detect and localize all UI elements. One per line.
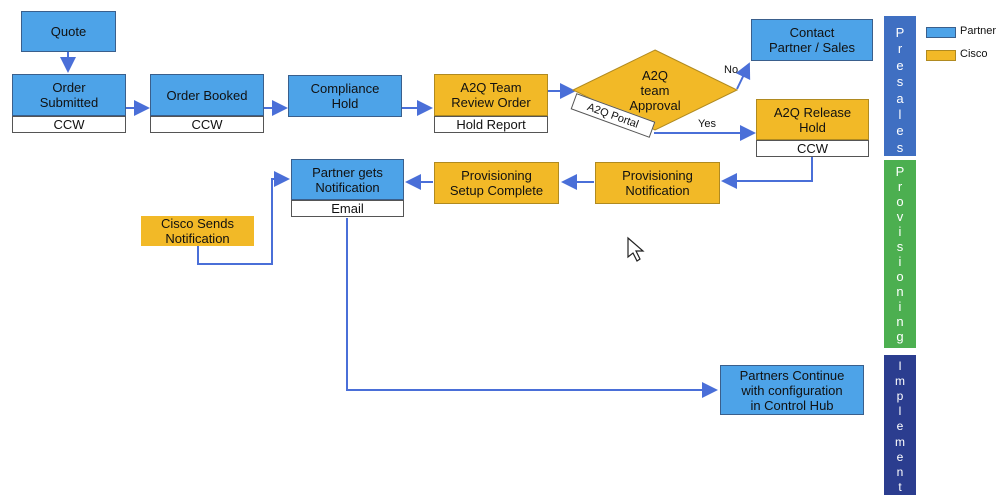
phase-presales-letter: l <box>898 106 902 122</box>
edge-partner-notification-to-continue <box>346 218 718 398</box>
phase-implement-letter: m <box>895 434 905 449</box>
phase-presales-letter: s <box>896 74 904 90</box>
node-a2q-team-approval-label: A2Q team Approval <box>629 67 681 113</box>
node-order-booked-sub: CCW <box>150 116 264 133</box>
node-partner-gets-notification-sub: Email <box>291 200 404 217</box>
node-quote: Quote <box>21 11 116 52</box>
phase-presales-letter: e <box>896 123 904 139</box>
edge-release-to-provisioning-notification <box>721 157 813 189</box>
edge-approval-no-to-contact <box>735 62 751 90</box>
edge-label-no: No <box>724 64 739 76</box>
edge-cisco-sends-to-partner-notification <box>197 171 290 265</box>
node-partner-gets-notification: Partner gets Notification <box>291 159 404 200</box>
phase-provisioning-letter: n <box>896 314 904 329</box>
legend-cisco-swatch <box>926 50 956 61</box>
phase-provisioning-letter: o <box>896 269 904 284</box>
phase-provisioning-letter: i <box>898 254 902 269</box>
phase-provisioning-letter: s <box>896 239 904 254</box>
node-a2q-team-review: A2Q Team Review Order <box>434 74 548 116</box>
phase-implement-letter: m <box>895 374 905 389</box>
node-a2q-release-hold: A2Q Release Hold <box>756 99 869 140</box>
legend-partner-swatch <box>926 27 956 38</box>
mouse-cursor-icon <box>627 236 645 262</box>
phase-provisioning-letter: r <box>897 179 903 194</box>
phase-implement-letter: l <box>898 404 902 419</box>
node-provisioning-notification: Provisioning Notification <box>595 162 720 204</box>
phase-provisioning-letter: P <box>895 164 905 179</box>
phase-provisioning-letter: v <box>896 209 904 224</box>
node-a2q-team-review-sub: Hold Report <box>434 116 548 133</box>
phase-presales-letter: P <box>895 25 905 40</box>
node-order-submitted: Order Submitted <box>12 74 126 116</box>
phase-provisioning-letter: i <box>898 224 902 239</box>
phase-implement-letter: n <box>896 464 904 479</box>
phase-provisioning-letter: n <box>896 284 904 299</box>
phase-presales-letter: a <box>896 90 904 106</box>
phase-provisioning-letter: i <box>898 299 902 314</box>
phase-provisioning-letter: o <box>896 194 904 209</box>
node-cisco-sends-notification: Cisco Sends Notification <box>141 216 254 246</box>
node-partners-continue: Partners Continue with configuration in … <box>720 365 864 415</box>
node-order-booked: Order Booked <box>150 74 264 116</box>
edge-label-yes: Yes <box>698 118 716 130</box>
node-provisioning-setup-complete: Provisioning Setup Complete <box>434 162 559 204</box>
node-contact-partner-sales: Contact Partner / Sales <box>751 19 873 61</box>
phase-implement-letter: t <box>898 479 902 494</box>
phase-provisioning-letter: g <box>896 329 904 344</box>
phase-presales-letter: e <box>896 57 904 73</box>
node-order-submitted-sub: CCW <box>12 116 126 133</box>
legend-cisco-label: Cisco <box>960 48 988 60</box>
phase-implement-letter: p <box>896 389 904 404</box>
phase-implement-letter: e <box>896 449 904 464</box>
legend-partner-label: Partner <box>960 25 997 37</box>
node-a2q-release-hold-sub: CCW <box>756 140 869 157</box>
node-compliance-hold: Compliance Hold <box>288 75 402 117</box>
phase-implement-letter: e <box>896 419 904 434</box>
phase-presales-letter: s <box>896 139 904 155</box>
phase-presales-letter: r <box>897 41 903 57</box>
phase-implement-letter: I <box>898 359 902 373</box>
